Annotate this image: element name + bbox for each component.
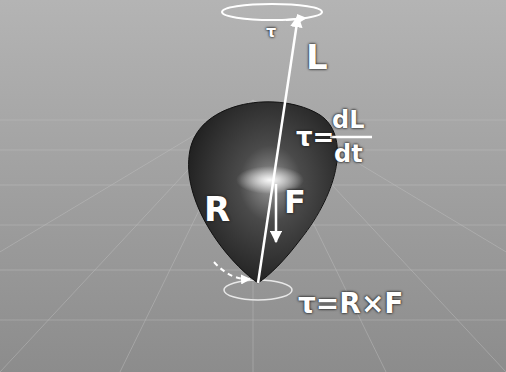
vector-label: R (204, 192, 230, 226)
fraction-denominator: dt (334, 142, 363, 166)
torque-arrow (286, 18, 306, 20)
floor-grid (0, 100, 506, 372)
vector-label: L (306, 40, 328, 74)
fraction-numerator: dL (332, 108, 364, 132)
torque-symbol: τ (266, 24, 276, 40)
equation-part: τ= (296, 124, 334, 150)
precession-circle (222, 4, 322, 20)
angular-momentum-vector (258, 16, 298, 283)
equation: τ=R×F (298, 290, 403, 318)
vector-label: F (284, 186, 306, 218)
fraction-bar (330, 136, 372, 139)
force-vector (275, 184, 278, 242)
spin-arrow (214, 262, 250, 279)
